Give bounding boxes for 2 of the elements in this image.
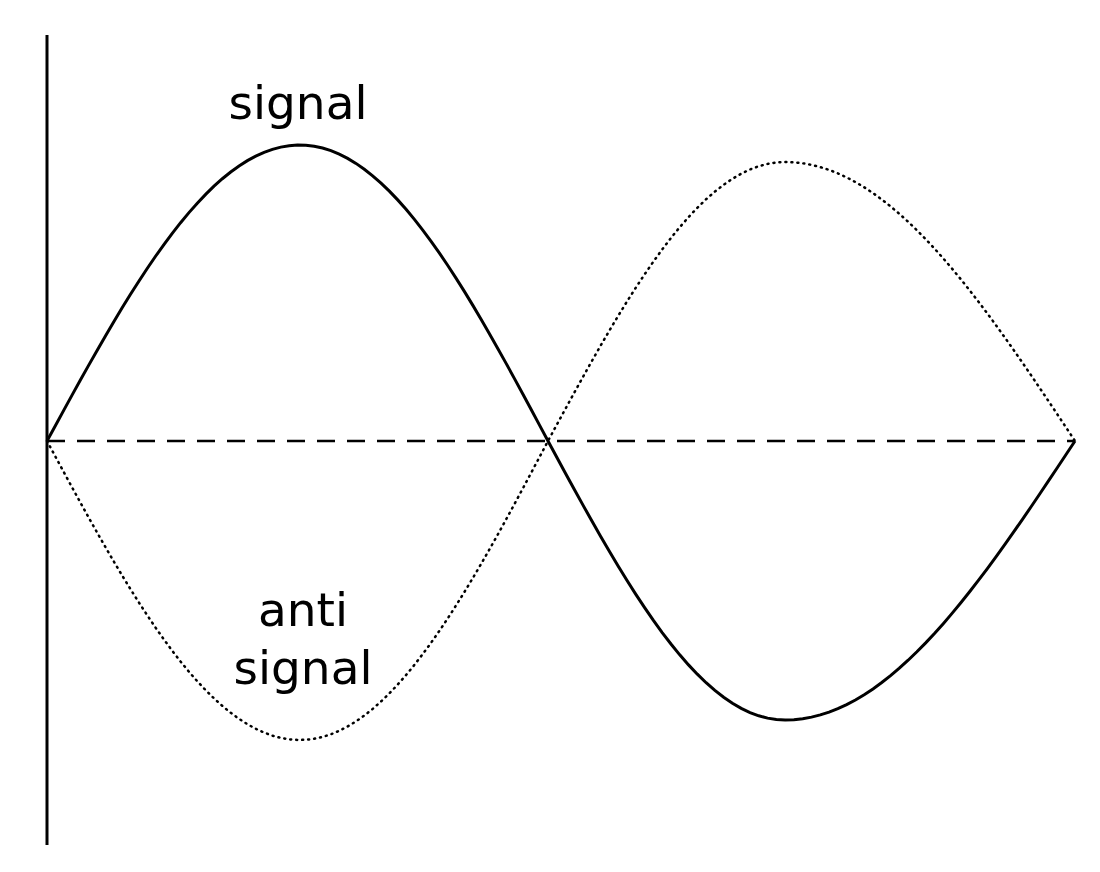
wave-label: anti signal — [232, 581, 374, 697]
wave-label: signal — [227, 74, 369, 132]
